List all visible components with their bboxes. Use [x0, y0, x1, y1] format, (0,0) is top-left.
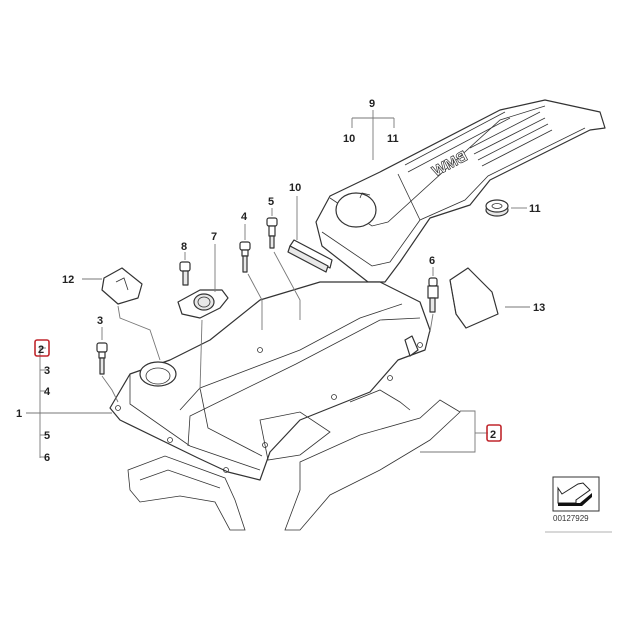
- engine-cover[interactable]: BMW: [315, 99, 606, 283]
- bolt-4[interactable]: [239, 241, 251, 273]
- seal-strip[interactable]: [287, 239, 333, 273]
- callout-3[interactable]: 3: [44, 365, 50, 377]
- callout-11[interactable]: 11: [387, 133, 399, 145]
- callout-5[interactable]: 5: [44, 430, 50, 442]
- callouts: 1 2 3 4 5 6 2 3 4 5 6 7 8 9 10 11 10 11 …: [16, 98, 545, 464]
- callout-6[interactable]: 6: [44, 452, 50, 464]
- callout-2[interactable]: 2: [38, 344, 44, 356]
- callout-12[interactable]: 12: [62, 274, 74, 286]
- gasket[interactable]: [127, 389, 461, 531]
- diagram-number: 00127929: [553, 514, 589, 523]
- bracket[interactable]: [449, 267, 499, 329]
- callout-11[interactable]: 11: [529, 203, 541, 215]
- callout-7[interactable]: 7: [211, 231, 217, 243]
- bolt-3[interactable]: [96, 342, 108, 375]
- bolt-8[interactable]: [179, 261, 191, 286]
- callout-10[interactable]: 10: [289, 182, 301, 194]
- oil-cap[interactable]: [101, 267, 143, 305]
- callout-4[interactable]: 4: [44, 386, 51, 398]
- bolt-5[interactable]: [266, 217, 278, 249]
- callout-9[interactable]: 9: [369, 98, 375, 110]
- leader-lines: [26, 110, 530, 458]
- bolt-6[interactable]: [427, 277, 439, 313]
- callout-6[interactable]: 6: [429, 255, 435, 267]
- cylinder-head-cover[interactable]: [109, 281, 431, 481]
- callout-8[interactable]: 8: [181, 241, 187, 253]
- diagram-id-badge: 00127929: [545, 476, 612, 533]
- flange[interactable]: [177, 289, 229, 319]
- callout-13[interactable]: 13: [533, 302, 545, 314]
- highlight-box-2-right: [486, 424, 502, 442]
- callout-5[interactable]: 5: [268, 196, 274, 208]
- highlight-box-2-left: [34, 339, 50, 357]
- callout-3[interactable]: 3: [97, 315, 103, 327]
- grommet[interactable]: [485, 199, 509, 217]
- callout-1[interactable]: 1: [16, 408, 22, 420]
- callout-10[interactable]: 10: [343, 133, 355, 145]
- callout-2[interactable]: 2: [490, 429, 496, 441]
- callout-4[interactable]: 4: [241, 211, 248, 223]
